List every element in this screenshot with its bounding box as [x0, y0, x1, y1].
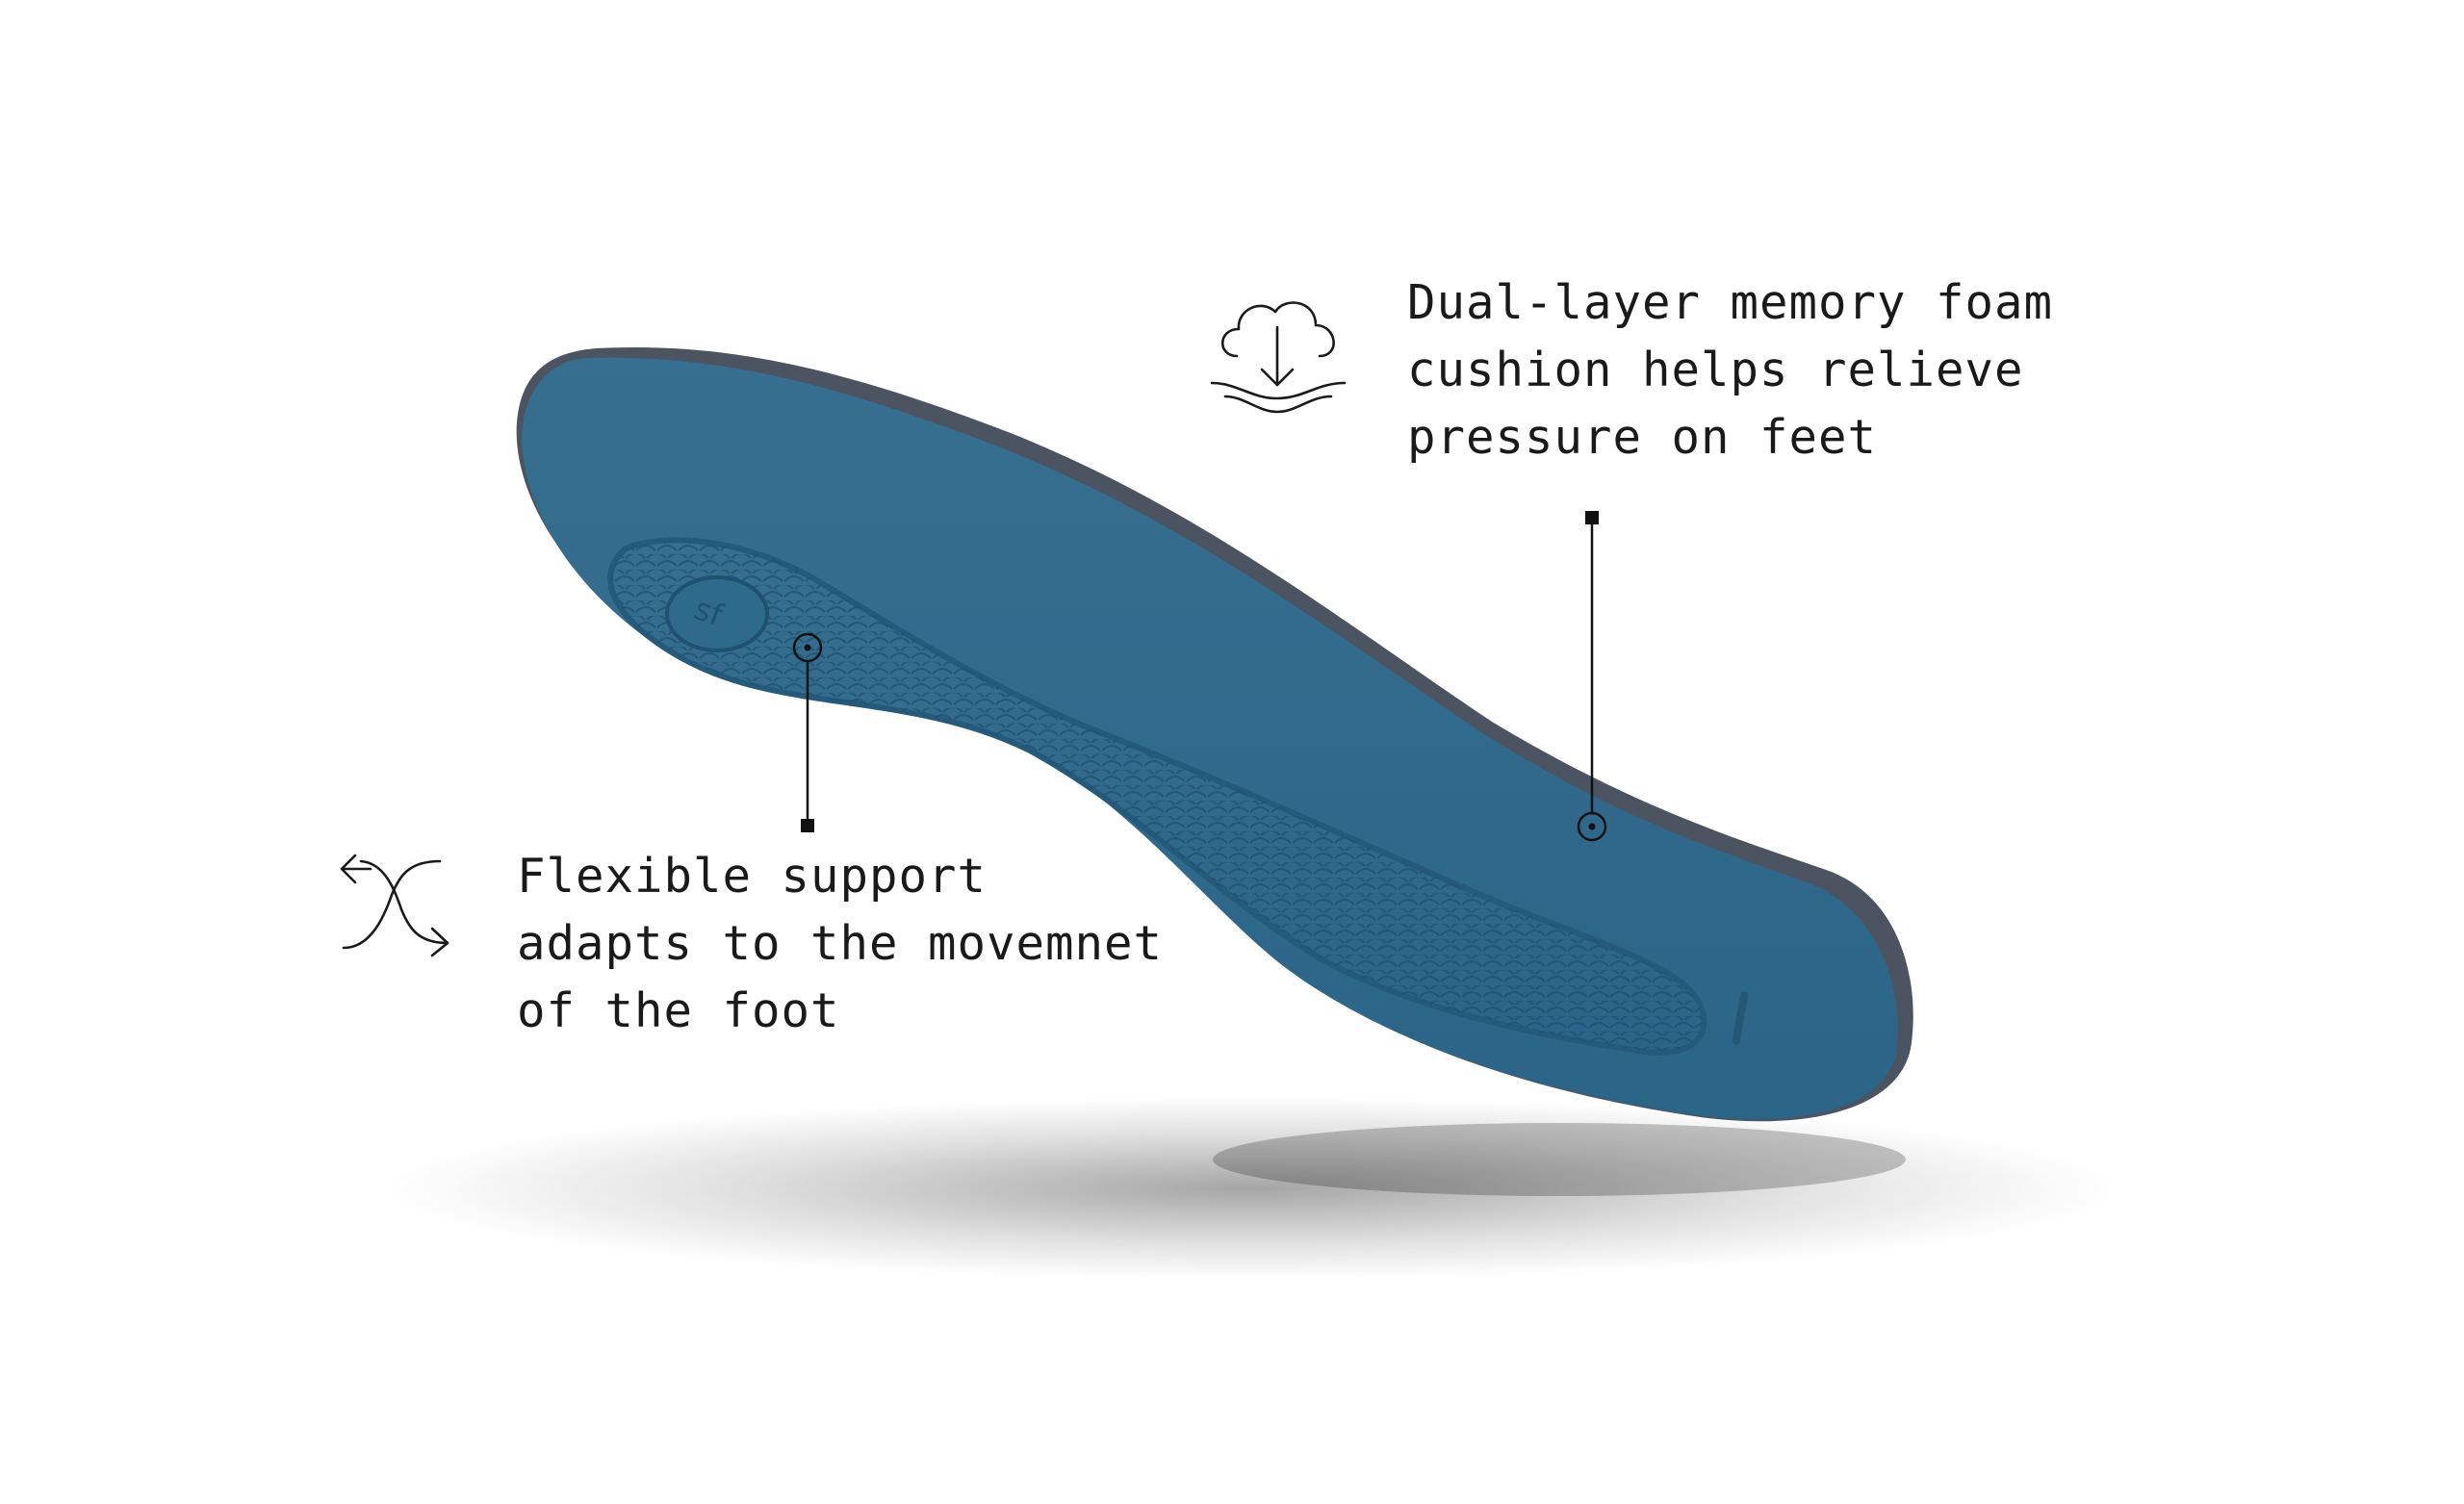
cushion-callout-line: pressure on feet	[1407, 410, 1878, 465]
cushion-callout-line: Dual-layer memory foam	[1407, 275, 2054, 330]
flex-callout-line: Flexible support	[517, 849, 988, 904]
flex-callout-text: Flexible support adapts to the movemnet …	[517, 843, 1163, 1045]
toe-print-mark	[1732, 991, 1749, 1045]
cushion-callout-line: cushion helps relieve	[1407, 343, 2024, 397]
cushion-connector	[1577, 511, 1607, 842]
flex-callout-line: adapts to the movemnet	[517, 916, 1164, 971]
shuffle-arrows-icon	[332, 852, 452, 957]
cloud-download-waves-icon	[1208, 289, 1352, 423]
heel-logo	[665, 575, 769, 652]
flex-connector	[792, 632, 823, 832]
cushion-callout-text: Dual-layer memory foam cushion helps rel…	[1407, 269, 2053, 472]
flex-callout-line: of the foot	[517, 983, 840, 1038]
ground-shadow	[385, 1097, 2118, 1280]
